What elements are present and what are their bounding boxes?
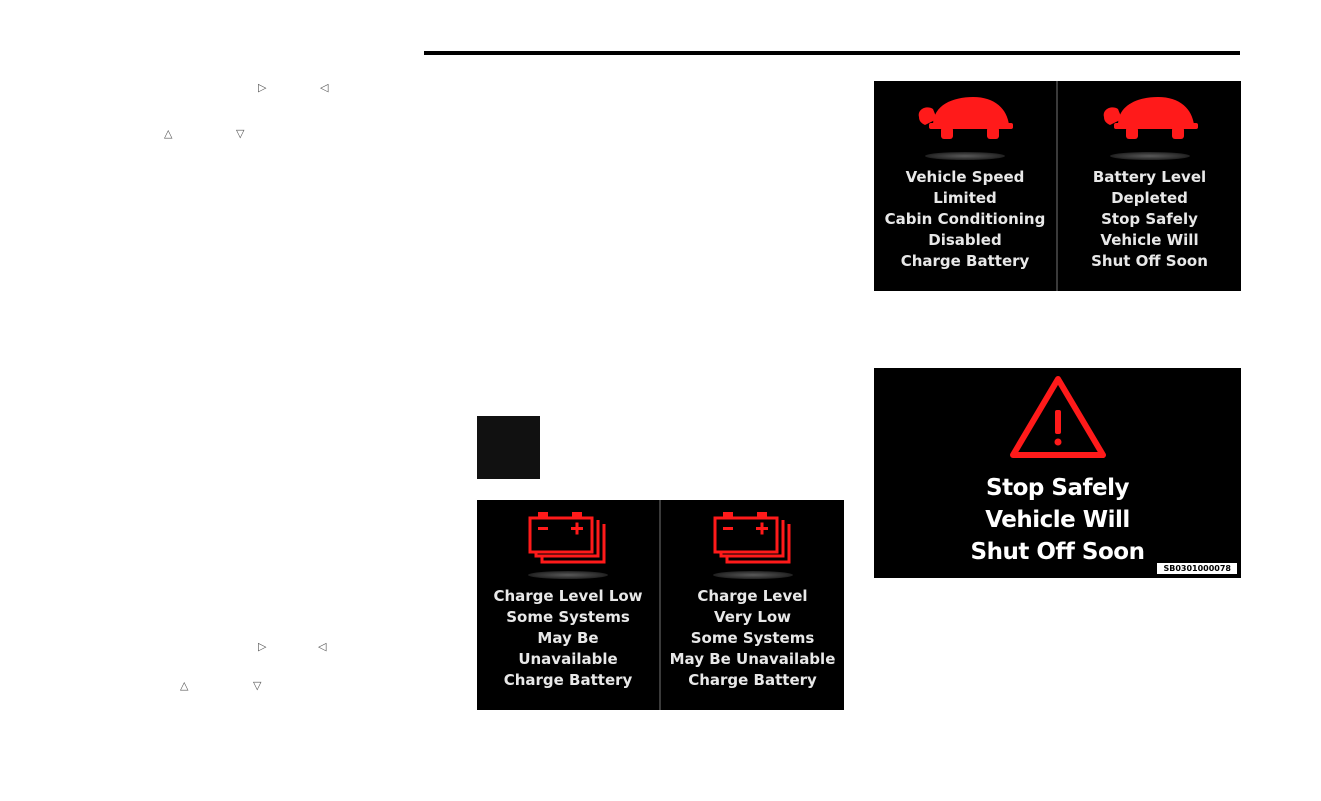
left-arrow-icon: ◁ [320, 81, 329, 94]
icon-shadow [925, 152, 1005, 160]
warning-indicator-icon [477, 416, 540, 479]
turtle-icon [1103, 97, 1198, 139]
charge-level-right-message: Charge Level Very Low Some Systems May B… [669, 587, 836, 689]
figure-code-label: SB0301000078 [1157, 563, 1237, 574]
turtle-icon [918, 97, 1013, 139]
charge-level-left: Charge Level Low Some Systems May Be Una… [477, 500, 659, 710]
battery-stack-icon [528, 512, 606, 564]
header-rule [424, 51, 1240, 55]
warning-triangle-icon [1009, 376, 1106, 458]
down-arrow-icon: ▽ [236, 127, 245, 140]
stop-safely-panel: Stop Safely Vehicle Will Shut Off Soon S… [874, 368, 1241, 578]
speed-limit-panel: Vehicle Speed Limited Cabin Conditioning… [874, 81, 1241, 291]
right-arrow-icon: ▷ [258, 640, 267, 653]
down-arrow-icon: ▽ [253, 679, 262, 692]
charge-level-right: Charge Level Very Low Some Systems May B… [661, 500, 844, 710]
speed-limit-right-message: Battery Level Depleted Stop Safely Vehic… [1091, 168, 1208, 270]
up-arrow-icon: △ [180, 679, 189, 692]
charge-level-left-message: Charge Level Low Some Systems May Be Una… [493, 587, 643, 689]
speed-limit-right: Battery Level Depleted Stop Safely Vehic… [1058, 81, 1241, 291]
battery-stack-icon [713, 512, 790, 564]
icon-shadow [712, 571, 793, 579]
speed-limit-left: Vehicle Speed Limited Cabin Conditioning… [874, 81, 1056, 291]
up-arrow-icon: △ [164, 127, 173, 140]
speed-limit-left-message: Vehicle Speed Limited Cabin Conditioning… [884, 168, 1046, 270]
charge-level-panel: Charge Level Low Some Systems May Be Una… [477, 500, 844, 710]
icon-shadow [1109, 152, 1190, 160]
stop-safely-message: Stop Safely Vehicle Will Shut Off Soon [970, 475, 1145, 565]
panel-divider [659, 500, 661, 710]
panel-divider [1056, 81, 1058, 291]
left-arrow-icon: ◁ [318, 640, 327, 653]
right-arrow-icon: ▷ [258, 81, 267, 94]
icon-shadow [528, 571, 608, 579]
